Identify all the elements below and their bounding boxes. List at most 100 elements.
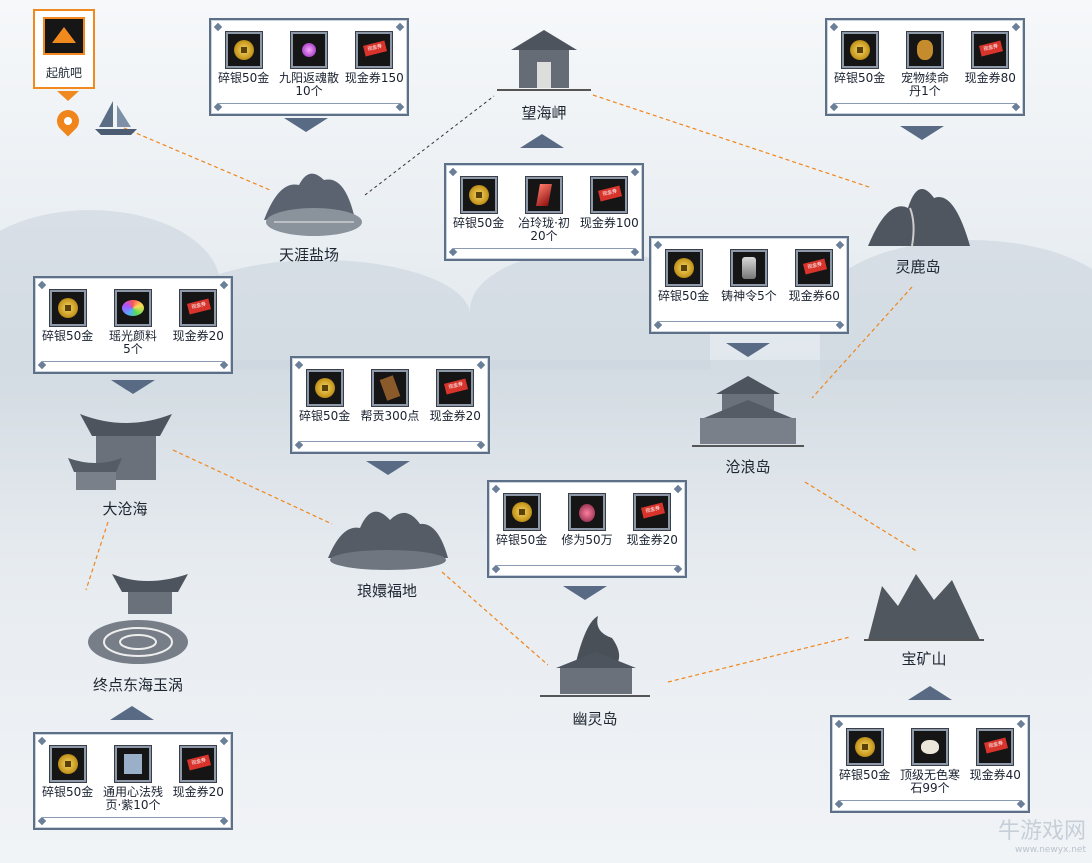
silver-coin-icon [665, 250, 702, 286]
silver-coin-icon [503, 494, 540, 530]
silver-coin-icon [49, 290, 86, 326]
pill-icon [290, 32, 327, 68]
route-segment [441, 571, 549, 666]
reward-item[interactable]: 碎银50金 [833, 729, 897, 795]
reward-item[interactable]: 顶级无色寒石99个 [898, 729, 962, 795]
cash-ticket-icon [977, 729, 1014, 765]
silver-coin-icon [49, 746, 86, 782]
reward-item[interactable]: 现金券20 [423, 370, 487, 423]
reward-panel-langhuan: 碎银50金 帮贡300点 现金券20 [290, 356, 490, 454]
location-langhuan[interactable]: 琅嬛福地 [322, 494, 452, 601]
mine-mountain-icon [864, 574, 984, 641]
sailboat-icon [43, 17, 85, 55]
location-canglang[interactable]: 沧浪岛 [686, 372, 810, 477]
crystal-icon [525, 177, 562, 213]
cash-ticket-icon [972, 32, 1009, 68]
forest-island-icon [328, 511, 448, 570]
location-youling[interactable]: 幽灵岛 [536, 612, 654, 729]
location-wanghai[interactable]: 望海岬 [485, 18, 603, 123]
scroll-icon [114, 746, 151, 782]
down-arrow-icon [900, 126, 944, 140]
route-segment [811, 286, 913, 399]
site-watermark: 牛游戏网 www.newyx.net [997, 819, 1086, 855]
pavilion-icon [497, 30, 591, 91]
palace-icon [692, 376, 804, 447]
whirlpool-icon [88, 574, 188, 664]
background-mountain [820, 240, 1092, 380]
reward-item[interactable]: 碎银50金 [36, 746, 100, 812]
pet-pill-icon [906, 32, 943, 68]
down-arrow-icon [726, 343, 770, 357]
reward-item[interactable]: 现金券150 [342, 32, 406, 98]
reward-item[interactable]: 碎银50金 [652, 250, 716, 303]
reward-item[interactable]: 现金券100 [577, 177, 641, 243]
route-segment [123, 127, 271, 191]
cash-ticket-icon [437, 370, 474, 406]
up-arrow-icon [520, 134, 564, 148]
reward-item[interactable]: 修为50万 [555, 494, 619, 547]
contribution-icon [371, 370, 408, 406]
reward-item[interactable]: 碎银50金 [293, 370, 357, 423]
silver-coin-icon [841, 32, 878, 68]
reward-item[interactable]: 碎银50金 [36, 290, 100, 356]
forge-token-icon [730, 250, 767, 286]
down-arrow-icon [366, 461, 410, 475]
cold-stone-icon [911, 729, 948, 765]
down-arrow-icon [563, 586, 607, 600]
reward-item[interactable]: 通用心法残页·紫10个 [101, 746, 165, 812]
start-label: 起航吧 [45, 66, 82, 80]
route-segment [804, 481, 919, 553]
down-arrow-icon [111, 380, 155, 394]
reward-item[interactable]: 现金券60 [782, 250, 846, 303]
reward-item[interactable]: 碎银50金 [828, 32, 892, 98]
up-arrow-icon [908, 686, 952, 700]
up-arrow-icon [110, 706, 154, 720]
location-zhongdian[interactable]: 终点东海玉涡 [76, 566, 200, 695]
location-dacang[interactable]: 大沧海 [66, 402, 184, 519]
reward-item[interactable]: 现金券40 [963, 729, 1027, 795]
reward-item[interactable]: 帮贡300点 [358, 370, 422, 423]
reward-item[interactable]: 现金券20 [166, 290, 230, 356]
reward-item[interactable]: 碎银50金 [490, 494, 554, 547]
reward-item[interactable]: 现金券80 [958, 32, 1022, 98]
potion-icon [568, 494, 605, 530]
route-segment [592, 94, 873, 189]
reward-item[interactable]: 宠物续命丹1个 [893, 32, 957, 98]
ship-icon [95, 101, 137, 135]
start-voyage-button[interactable]: 起航吧 [33, 9, 95, 89]
down-arrow-icon [284, 118, 328, 132]
palette-icon [114, 290, 151, 326]
hall-icon [68, 414, 172, 490]
rocky-island-icon [868, 189, 970, 247]
reward-item[interactable]: 现金券20 [620, 494, 684, 547]
route-segment [172, 449, 333, 525]
location-tianya[interactable]: 天涯盐场 [250, 160, 368, 265]
cash-ticket-icon [180, 746, 217, 782]
silver-coin-icon [306, 370, 343, 406]
silver-coin-icon [846, 729, 883, 765]
reward-item[interactable]: 现金券20 [166, 746, 230, 812]
silver-coin-icon [460, 177, 497, 213]
location-linglu[interactable]: 灵鹿岛 [858, 168, 978, 277]
start-arrow-icon [57, 91, 79, 101]
haunted-temple-icon [540, 616, 650, 697]
silver-coin-icon [225, 32, 262, 68]
route-segment [667, 636, 851, 683]
cash-ticket-icon [634, 494, 671, 530]
reward-item[interactable]: 碎银50金 [212, 32, 276, 98]
reward-panel-youling: 碎银50金 修为50万 现金券20 [487, 480, 687, 578]
cash-ticket-icon [591, 177, 628, 213]
location-baokuang[interactable]: 宝矿山 [860, 566, 988, 669]
reward-item[interactable]: 碎银50金 [447, 177, 511, 243]
reward-item[interactable]: 铸神令5个 [717, 250, 781, 303]
cash-ticket-icon [356, 32, 393, 68]
